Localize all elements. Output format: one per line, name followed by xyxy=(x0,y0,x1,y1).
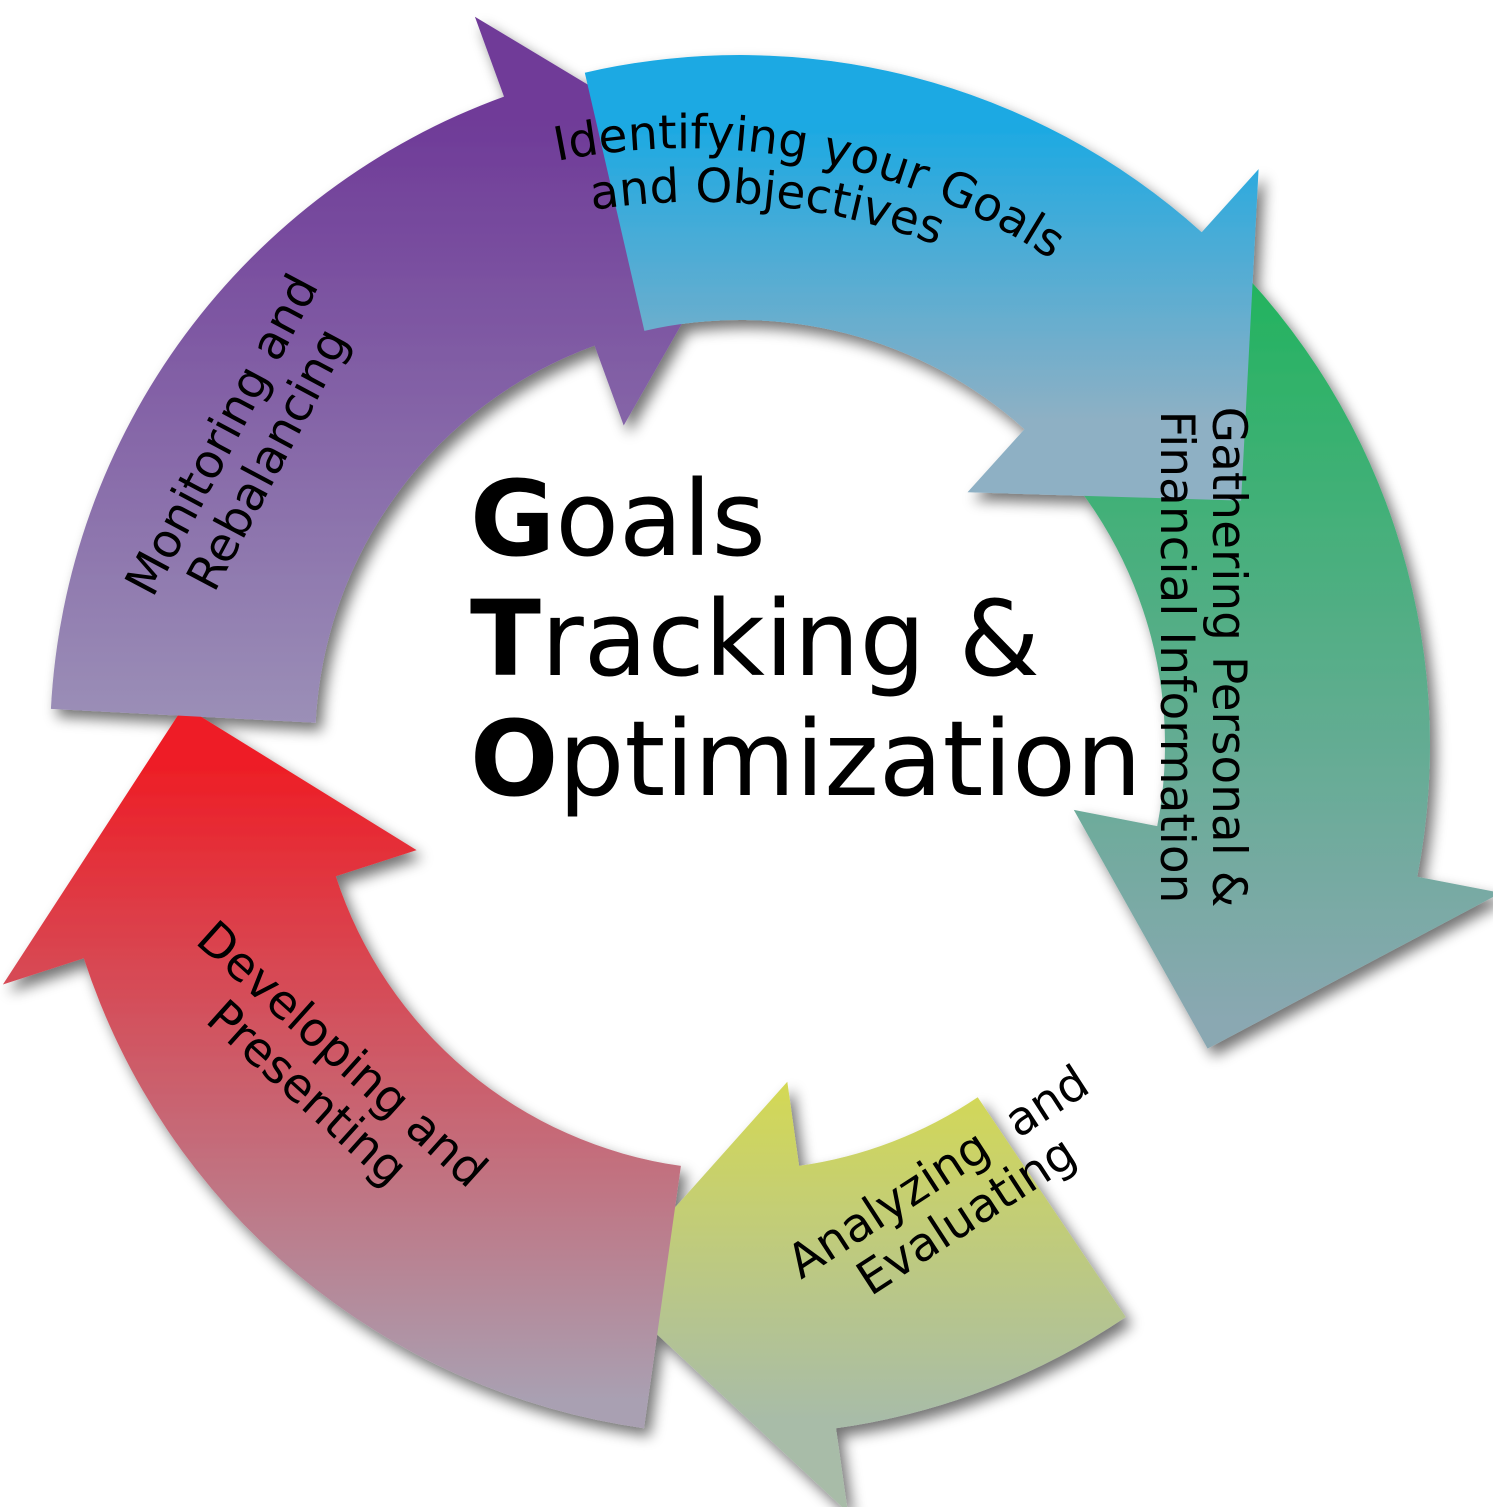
arrow-developing-and-presenting xyxy=(2,706,681,1429)
arrow-analyzing-and-evaluating xyxy=(605,1081,1126,1507)
center-initial-t: T xyxy=(470,578,541,700)
center-initial-g: G xyxy=(470,458,555,580)
step-label-gathering-line-1: Gathering Personal & xyxy=(1201,407,1256,908)
step-label-gathering-line-2: Financial Information xyxy=(1149,411,1204,904)
center-title: Goals Tracking & Optimization xyxy=(470,458,1142,820)
center-initial-o: O xyxy=(470,698,558,820)
center-rest-optimization: ptimization xyxy=(558,698,1141,820)
center-title-line-optimization: Optimization xyxy=(470,698,1142,820)
arrow-monitoring-and-rebalancing xyxy=(50,16,760,723)
arrow-identifying-goals-and-objectives xyxy=(584,55,1259,501)
center-rest-tracking: racking & xyxy=(541,578,1040,700)
center-title-line-tracking: Tracking & xyxy=(470,578,1040,700)
cycle-arrows xyxy=(2,16,1493,1507)
center-rest-goals: oals xyxy=(555,458,765,580)
center-title-line-goals: Goals xyxy=(470,458,766,580)
step-label-gathering: Gathering Personal & Financial Informati… xyxy=(1149,407,1256,908)
